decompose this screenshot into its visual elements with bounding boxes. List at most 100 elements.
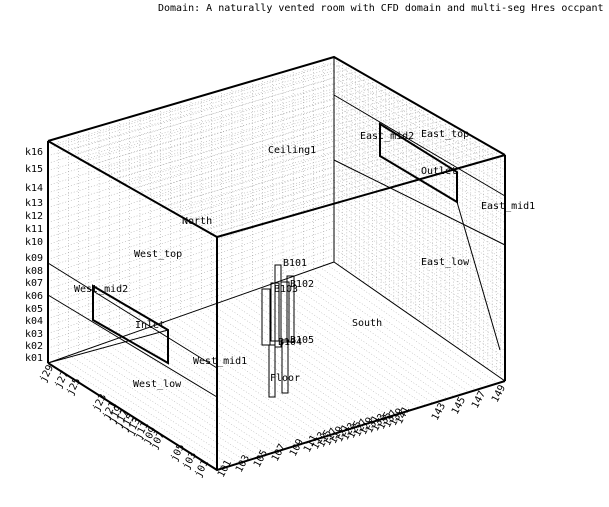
grid-line — [333, 131, 506, 239]
grid-line — [198, 144, 487, 227]
grid-line — [333, 159, 506, 269]
grid-line — [333, 138, 506, 246]
grid-line — [333, 152, 506, 261]
occupant-label: B103 — [274, 284, 298, 295]
k-label: k16 — [25, 147, 43, 158]
grid-line — [333, 207, 506, 321]
grid-line — [47, 186, 335, 282]
i-label: 105 — [252, 448, 270, 469]
grid-line — [47, 207, 335, 305]
grid-line — [333, 227, 506, 344]
k-label: k06 — [25, 291, 43, 302]
grid-line — [333, 220, 506, 337]
grid-line — [219, 302, 390, 417]
grid-line — [155, 324, 326, 437]
k-label: k07 — [25, 278, 43, 289]
east-mid2-label: East_mid2 — [360, 131, 414, 142]
east-guide-line-2 — [333, 159, 506, 246]
grid-line — [192, 140, 481, 224]
east-low-label: East_low — [421, 257, 470, 268]
grid-line — [186, 137, 475, 221]
grid-line — [233, 297, 405, 413]
grid-line — [84, 77, 371, 162]
inlet-label: Inlet — [135, 320, 165, 331]
grid-line — [47, 138, 335, 231]
grid-line — [96, 84, 383, 169]
grid-line — [162, 322, 333, 435]
k-label: k11 — [25, 224, 43, 235]
grid-line — [333, 186, 506, 299]
ceiling-label: Ceiling1 — [268, 145, 316, 156]
grid-line — [47, 152, 335, 245]
grid-line — [47, 90, 335, 179]
grid-line — [47, 145, 335, 238]
i-label: 103 — [234, 453, 252, 474]
west-mid2-label: West_mid2 — [74, 284, 128, 295]
grid-line — [102, 88, 390, 173]
grid-line — [212, 304, 383, 420]
i-label: 147 — [470, 389, 488, 410]
outlet-label: Outlet — [421, 166, 457, 177]
grid-line — [319, 266, 491, 386]
j-axis-labels: j01 j03 j05 j07 j09 j11 j13 j15 j17 j19 … — [38, 363, 211, 479]
grid-line — [333, 111, 506, 216]
i-label: 101 — [216, 458, 234, 479]
grid-line — [47, 104, 335, 194]
grid-line — [298, 274, 470, 393]
grid-line — [112, 340, 282, 451]
back-bottom-right-edge — [333, 261, 506, 382]
west-top-label: West_top — [134, 249, 182, 260]
grid-line — [204, 147, 493, 231]
grid-line — [47, 241, 335, 342]
dotted-grid — [47, 56, 506, 471]
k-label: k12 — [25, 211, 43, 222]
k-label: k15 — [25, 164, 43, 175]
i-label: 149 — [490, 383, 508, 404]
k-label: k02 — [25, 341, 43, 352]
k-axis-labels: k01 k02 k03 k04 k05 k06 k07 k08 k09 k10 … — [25, 147, 43, 364]
grid-line — [62, 357, 232, 466]
surface-labels: Ceiling1 North South Floor West_top West… — [74, 129, 535, 390]
grid-line — [198, 309, 369, 424]
grid-line — [262, 287, 434, 404]
grid-line — [190, 312, 362, 426]
grid-line — [183, 314, 354, 428]
grid-line — [333, 104, 506, 208]
grid-line — [47, 118, 335, 208]
grid-line — [333, 213, 506, 329]
occupant-segment-b105 — [286, 275, 295, 343]
occupant-label: B105 — [290, 335, 314, 346]
grid-line — [333, 145, 506, 254]
grid-line — [174, 130, 463, 214]
grid-line — [47, 254, 335, 356]
grid-line — [240, 294, 412, 411]
inlet-opening — [92, 284, 169, 365]
west-guide-line-1 — [47, 262, 218, 369]
k-label: k08 — [25, 266, 43, 277]
grid-line — [333, 84, 506, 186]
occupant-segment-b102 — [270, 282, 280, 342]
grid-line — [47, 179, 335, 275]
grid-line — [133, 332, 304, 444]
east-mid1-label: East_mid1 — [481, 201, 535, 212]
grid-line — [333, 118, 506, 224]
grid-line — [47, 193, 335, 290]
k-label: k05 — [25, 304, 43, 315]
occupant-segments — [261, 264, 295, 398]
grid-line — [69, 355, 239, 464]
grid-line — [47, 248, 335, 349]
grid-line — [47, 172, 335, 268]
east-guide-line-1 — [333, 94, 506, 197]
occupant-label: B102 — [290, 279, 314, 290]
grid-line — [180, 133, 469, 217]
grid-line — [176, 317, 347, 431]
k-label: k01 — [25, 353, 43, 364]
occupant-segment-b103 — [280, 281, 290, 343]
grid-line — [83, 350, 254, 460]
grid-line — [119, 337, 290, 448]
grid-line — [333, 200, 506, 314]
west-low-label: West_low — [133, 379, 182, 390]
inlet-guide-line — [47, 329, 169, 364]
occupant-label: B101 — [283, 258, 307, 269]
grid-line — [47, 200, 335, 297]
